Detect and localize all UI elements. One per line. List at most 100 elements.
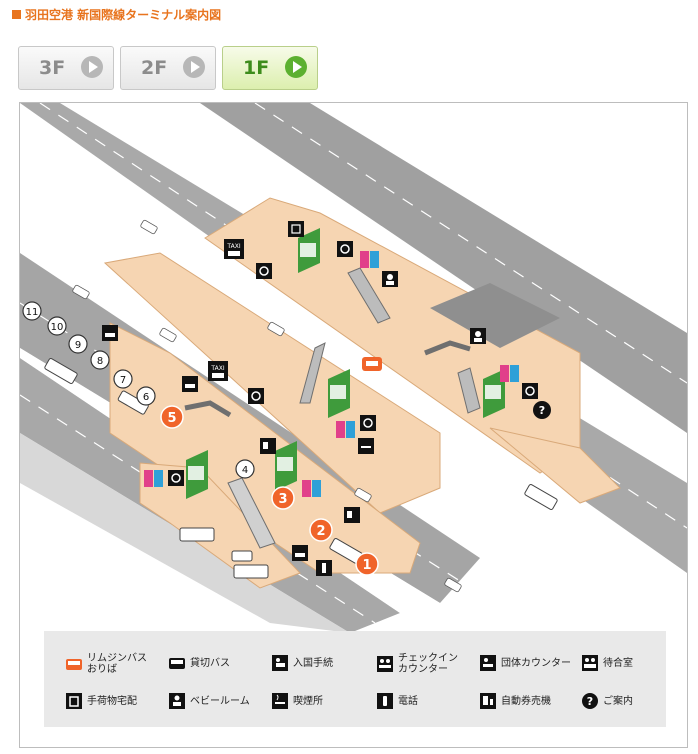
taxi-icon: TAXI: [208, 361, 228, 381]
bus-stop-marker[interactable]: 9: [68, 334, 88, 354]
accessible-toilet-icon: [168, 470, 184, 486]
taxi-icon: TAXI: [224, 239, 244, 259]
accessible-toilet-icon: [522, 383, 538, 399]
car-icon: [72, 219, 462, 593]
legend-label: チェックイン カウンター: [398, 653, 458, 675]
legend-item-smoking-area: 喫煙所: [272, 693, 323, 709]
escalator: [457, 367, 481, 414]
legend-item-baby-room: ベビールーム: [169, 693, 250, 709]
orange-marker-number: 1: [362, 558, 371, 573]
orange-marker-number: 5: [167, 411, 176, 426]
bus-stop-marker[interactable]: 6: [136, 386, 156, 406]
orange-marker[interactable]: 2: [309, 518, 333, 542]
legend-label: 団体カウンター: [501, 657, 571, 669]
bus-stop-marker[interactable]: 10: [47, 316, 67, 336]
orange-marker[interactable]: 3: [271, 486, 295, 510]
elevator-icon: [186, 450, 208, 499]
waiting-room-icon: [582, 655, 598, 671]
group-counter-icon: [480, 655, 496, 671]
floor-tab-label: 1F: [243, 57, 270, 79]
play-arrow-icon: [285, 56, 307, 78]
legend-item-baggage-delivery: 手荷物宅配: [66, 693, 137, 709]
legend-label: 待合室: [603, 657, 633, 669]
restroom-icon: [500, 365, 519, 382]
bus-stop-number: 9: [75, 340, 81, 351]
group-counter-icon: [102, 325, 118, 341]
legend-label: 貸切バス: [190, 657, 230, 669]
limousine-bus-icon: [66, 659, 82, 670]
bus-stop-number: 7: [120, 375, 126, 386]
bus-stop-marker[interactable]: 8: [90, 350, 110, 370]
bus-stop-marker[interactable]: 4: [235, 459, 255, 479]
restroom-icon: [144, 470, 163, 487]
elevator-icon: [275, 441, 297, 491]
restroom-icon: [336, 421, 355, 438]
legend-item-telephone: 電話: [377, 693, 418, 709]
legend-item-charter-bus: 貸切バス: [169, 655, 230, 671]
escalator: [347, 267, 391, 324]
telephone-icon: [316, 560, 332, 576]
svg-text:?: ?: [587, 695, 593, 708]
smoking-area-icon: [272, 693, 288, 709]
floor-tab-3f[interactable]: 3F: [18, 46, 114, 90]
map-legend: リムジンバス おりば 貸切バス 入国手続 チェックイン カウンター 団体カウンタ…: [44, 631, 666, 727]
legend-item-immigration: 入国手続: [272, 655, 333, 671]
orange-marker[interactable]: 1: [355, 552, 379, 576]
baggage-delivery-icon: [66, 693, 82, 709]
terminal-map-svg: ? TAXI TAXI 11 10 9 8 7 6: [20, 103, 687, 633]
restroom-icon: [360, 251, 379, 268]
taxi-sign-label: TAXI: [226, 243, 240, 250]
legend-item-checkin-counter: チェックイン カウンター: [377, 653, 458, 675]
lane-marking: [20, 394, 376, 624]
smoking-area-icon: [358, 438, 374, 454]
terminal-curb-right: [489, 427, 621, 504]
bus-stop-number: 6: [143, 392, 149, 403]
accessible-toilet-icon: [337, 241, 353, 257]
bus-stop-number: 10: [51, 322, 64, 333]
info-icon: ?: [533, 401, 551, 419]
baby-room-icon: [382, 271, 398, 287]
legend-item-ticket-machine: 自動券売機: [480, 693, 551, 709]
bus-stop-number: 8: [97, 356, 103, 367]
accessible-toilet-icon: [256, 263, 272, 279]
legend-item-limousine-bus: リムジンバス おりば: [66, 653, 147, 675]
baby-room-icon: [169, 693, 185, 709]
orange-marker-number: 3: [278, 492, 287, 507]
restroom-icon: [302, 480, 321, 497]
legend-item-information: ? ご案内: [582, 693, 633, 709]
legend-label: ベビールーム: [190, 695, 250, 707]
bus-stop-marker[interactable]: 7: [113, 369, 133, 389]
limousine-bus-sign-icon: [362, 357, 382, 371]
accessible-toilet-icon: [360, 415, 376, 431]
orange-marker[interactable]: 5: [160, 405, 184, 429]
bus-stop-number: 11: [26, 307, 39, 318]
legend-item-group-counter: 団体カウンター: [480, 655, 571, 671]
svg-text:?: ?: [539, 404, 545, 417]
telephone-icon: [377, 693, 393, 709]
ticket-machine-icon: [480, 693, 496, 709]
floor-tab-1f[interactable]: 1F: [222, 46, 318, 90]
legend-label: 入国手続: [293, 657, 333, 669]
bus-stop-marker[interactable]: 11: [22, 301, 42, 321]
taxi-sign-label: TAXI: [210, 365, 224, 372]
bus-icon: [44, 358, 558, 579]
legend-label: 喫煙所: [293, 695, 323, 707]
floor-tab-label: 3F: [39, 57, 66, 79]
legend-label: 手荷物宅配: [87, 695, 137, 707]
legend-item-waiting-room: 待合室: [582, 655, 633, 671]
page-title: 羽田空港 新国際線ターミナル案内図: [12, 6, 221, 23]
checkin-counter-icon: [377, 656, 393, 672]
floor-tab-label: 2F: [141, 57, 168, 79]
ramp: [424, 340, 471, 356]
waiting-room-icon: [292, 545, 308, 561]
legend-label: 自動券売機: [501, 695, 551, 707]
terminal-map: ? TAXI TAXI 11 10 9 8 7 6: [19, 102, 688, 748]
bus-stop-number: 4: [242, 465, 248, 476]
floor-tab-2f[interactable]: 2F: [120, 46, 216, 90]
orange-marker-number: 2: [316, 524, 325, 539]
terminal-block-middle: [103, 252, 441, 514]
charter-bus-icon: [169, 658, 185, 669]
legend-label: ご案内: [603, 695, 633, 707]
baby-room-icon: [470, 328, 486, 344]
ticket-machine-icon: [344, 507, 360, 523]
